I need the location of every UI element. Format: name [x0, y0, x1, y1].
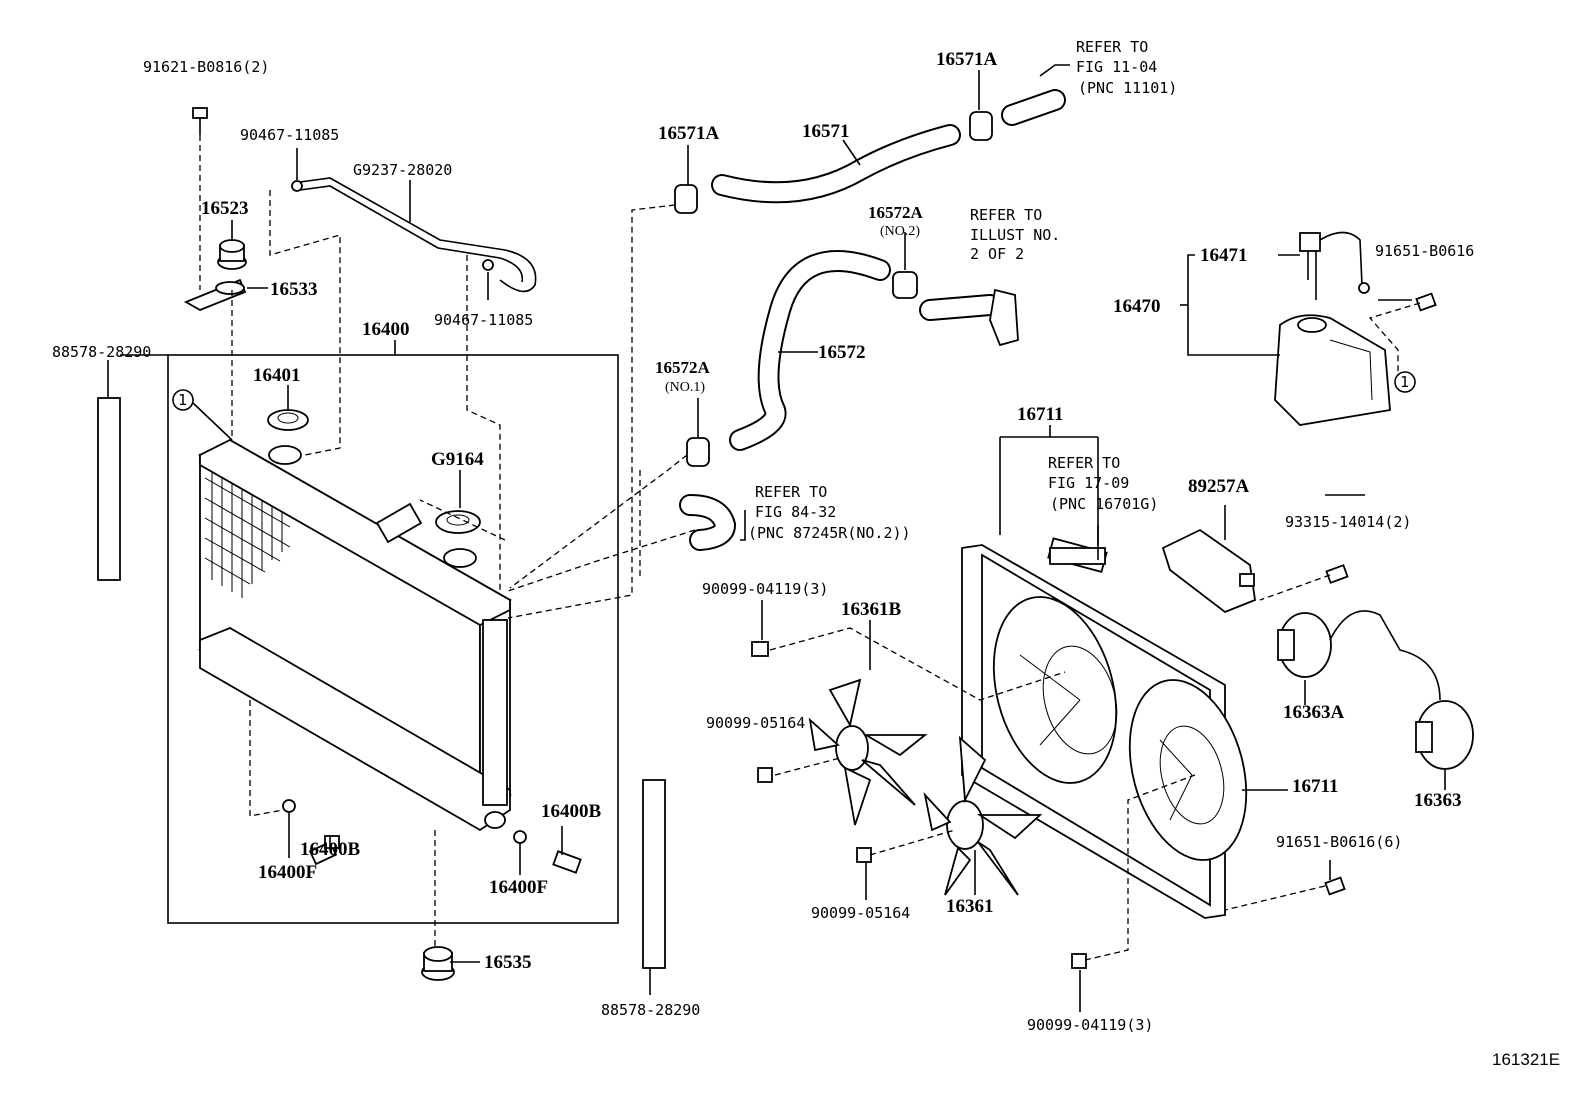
refer-fig-11-04-line2: FIG 11-04 [1076, 58, 1157, 76]
hose-16572 [729, 250, 891, 451]
cap-g9164 [435, 510, 481, 534]
callout-circle-right: 1 [1394, 371, 1416, 393]
overflow-tube [299, 177, 537, 293]
label-16571a-upper: 16571A [936, 49, 998, 70]
label-16361: 16361 [946, 896, 994, 917]
label-16533: 16533 [270, 279, 318, 300]
fan-shroud [961, 537, 1248, 919]
label-16363a: 16363A [1283, 702, 1345, 723]
label-91621-b0816: 91621-B0816(2) [143, 58, 269, 76]
radiator-illustration [197, 438, 512, 832]
label-plate [1049, 547, 1106, 565]
resistor-89257a [1161, 528, 1256, 614]
refer-fig-17-09-line1: REFER TO [1048, 454, 1120, 472]
reservoir-tank [1274, 314, 1391, 426]
drain-plug-16400b-right [552, 850, 582, 874]
label-16470: 16470 [1113, 296, 1161, 317]
fan-16361 [923, 735, 1043, 896]
label-16400f-left: 16400F [258, 862, 317, 883]
bolt-90099-04119-upper [751, 641, 769, 657]
bolt-90099-04119-lower [1071, 953, 1087, 969]
label-16571: 16571 [802, 121, 850, 142]
callout-circle-left: 1 [172, 389, 233, 441]
label-90467-11085-top: 90467-11085 [240, 126, 339, 144]
label-16400b-right: 16400B [541, 801, 602, 822]
label-16523: 16523 [201, 198, 249, 219]
label-g9237-28020: G9237-28020 [353, 161, 452, 179]
label-90099-04119-upper: 90099-04119(3) [702, 580, 828, 598]
clamp-16571a-lower [674, 184, 698, 214]
refer-fig-11-04-line3: (PNC 11101) [1078, 79, 1177, 97]
nut-90099-05164-left [757, 767, 773, 783]
fan-motor-16363a [1277, 610, 1441, 701]
label-16535: 16535 [484, 952, 532, 973]
reservoir-cap-16471 [1299, 232, 1321, 300]
label-16572a-no2: 16572A [868, 203, 924, 222]
bolt-91651-reservoir [1415, 292, 1437, 312]
label-91651-b0616: 91651-B0616 [1375, 242, 1474, 260]
reservoir-hose [1319, 231, 1363, 286]
dashed-lines [199, 135, 1421, 961]
label-16400b-left: 16400B [300, 839, 361, 860]
label-16471: 16471 [1200, 245, 1248, 266]
fan-16361b [808, 678, 928, 826]
label-16361b: 16361B [841, 599, 902, 620]
nut-90099-05164-lower [856, 847, 872, 863]
figure-id: 161321E [1492, 1050, 1560, 1069]
bracket-16533 [183, 278, 247, 311]
hose-16571 [711, 124, 961, 204]
label-16400: 16400 [362, 319, 410, 340]
refer-illust-line2: ILLUST NO. [970, 226, 1060, 244]
label-91651-b0616-6: 91651-B0616(6) [1276, 833, 1402, 851]
label-90467-11085-bottom: 90467-11085 [434, 311, 533, 329]
clamp-16572a-no2 [892, 271, 918, 299]
label-no2: (NO.2) [880, 224, 920, 239]
callout-circle-left-number: 1 [178, 391, 187, 409]
clamp-16572a-no1 [686, 437, 710, 467]
pipe-refer-fig-11-04 [1001, 89, 1066, 126]
label-93315-14014: 93315-14014(2) [1285, 513, 1411, 531]
bolt-91621 [192, 107, 208, 135]
label-16400f-right: 16400F [489, 877, 548, 898]
hose-refer-fig-84-32 [679, 494, 737, 551]
label-16711-bottom: 16711 [1292, 776, 1338, 797]
refer-fig-11-04-line1: REFER TO [1076, 38, 1148, 56]
refer-fig-84-32-line2: FIG 84-32 [755, 503, 836, 521]
refer-illust-line3: 2 OF 2 [970, 245, 1024, 263]
refer-fig-17-09-line3: (PNC 16701G) [1050, 495, 1158, 513]
label-16711-top: 16711 [1017, 404, 1063, 425]
label-no1: (NO.1) [665, 380, 705, 395]
bolt-93315 [1325, 564, 1349, 584]
label-89257a: 89257A [1188, 476, 1250, 497]
insulator-left [97, 397, 121, 581]
o-ring-16400f-right [513, 830, 527, 844]
label-88578-28290-left: 88578-28290 [52, 343, 151, 361]
insulator-bottom [642, 779, 666, 969]
refer-illust-line1: REFER TO [970, 206, 1042, 224]
water-outlet [919, 288, 1019, 347]
mount-16535 [421, 946, 455, 981]
refer-fig-84-32-line1: REFER TO [755, 483, 827, 501]
label-90099-04119-lower: 90099-04119(3) [1027, 1016, 1153, 1034]
cushion-16523 [217, 239, 247, 270]
label-16571a-lower: 16571A [658, 123, 720, 144]
callout-circle-right-number: 1 [1400, 373, 1409, 391]
o-ring-16400f-left [282, 799, 296, 813]
label-g9164: G9164 [431, 449, 484, 470]
label-16572: 16572 [818, 342, 866, 363]
bolt-91651-shroud [1324, 876, 1346, 896]
label-90099-05164-left: 90099-05164 [706, 714, 805, 732]
leader-lines [107, 64, 1446, 1012]
label-90099-05164-lower: 90099-05164 [811, 904, 910, 922]
radiator-group-box [167, 354, 619, 924]
label-16572a-no1: 16572A [655, 358, 711, 377]
label-16401: 16401 [253, 365, 301, 386]
label-88578-28290-bottom: 88578-28290 [601, 1001, 700, 1019]
refer-fig-84-32-line3: (PNC 87245R(NO.2)) [748, 524, 911, 542]
fan-motor-16363 [1415, 700, 1474, 770]
clamp-16571a-upper [969, 111, 993, 141]
refer-fig-17-09-line2: FIG 17-09 [1048, 474, 1129, 492]
label-16363: 16363 [1414, 790, 1462, 811]
